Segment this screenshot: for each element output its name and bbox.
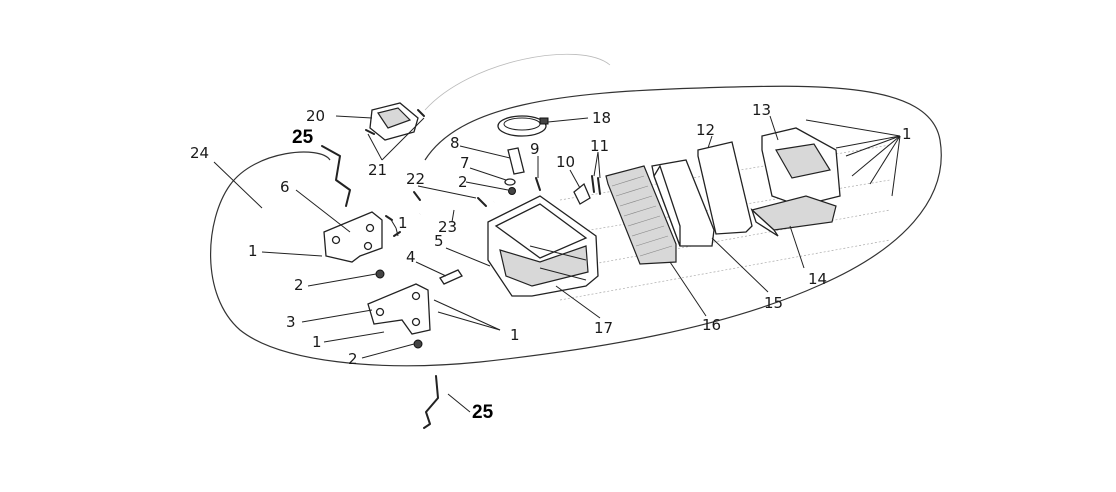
label-23: 23 (438, 218, 457, 236)
label-25-top: 25 (292, 127, 314, 148)
label-1-center: 1 (510, 326, 520, 344)
part-1-screws (261, 215, 501, 343)
label-1-left-upper: 1 (248, 242, 258, 260)
label-4: 4 (406, 248, 416, 266)
label-17: 17 (594, 319, 613, 337)
label-11: 11 (590, 137, 609, 155)
label-20: 20 (306, 107, 325, 125)
label-10: 10 (556, 153, 575, 171)
label-6: 6 (280, 178, 290, 196)
label-2-lower: 2 (348, 350, 358, 368)
part-16-filter-element (605, 165, 707, 317)
part-2-nuts (307, 181, 516, 359)
part-6-upper-bracket (295, 189, 383, 263)
part-4-spacer (415, 261, 463, 285)
part-20-intake-hose (335, 102, 419, 141)
ghost-outline (424, 53, 611, 111)
part-13-housing-cover (761, 115, 841, 207)
part-25-rod-top (321, 145, 351, 207)
label-2-housing: 2 (458, 173, 468, 191)
label-8: 8 (450, 134, 460, 152)
label-25-bottom: 25 (472, 402, 494, 423)
part-23-hose (419, 200, 495, 216)
part-5-leader (445, 247, 491, 267)
part-8-tube (459, 145, 525, 175)
part-24-leader (213, 161, 263, 209)
part-3-lower-bracket (301, 283, 431, 335)
part-1-cover-screws (805, 119, 901, 197)
label-2-upper: 2 (294, 276, 304, 294)
label-18: 18 (592, 109, 611, 127)
label-14: 14 (808, 270, 827, 288)
part-22-clamp-right (477, 197, 487, 207)
part-12-gasket (697, 135, 753, 235)
label-1-right: 1 (902, 125, 912, 143)
label-21: 21 (368, 161, 387, 179)
label-15: 15 (764, 294, 783, 312)
label-22: 22 (406, 170, 425, 188)
part-22-clamp (413, 191, 421, 201)
label-1-bracket: 1 (398, 214, 408, 232)
part-18-clamp-ring (497, 115, 589, 137)
label-5: 5 (434, 232, 444, 250)
label-3: 3 (286, 313, 296, 331)
label-13: 13 (752, 101, 771, 119)
label-1-left-lower: 1 (312, 333, 322, 351)
part-17-filter-housing (487, 195, 601, 319)
label-9: 9 (530, 140, 540, 158)
part-11-screws (591, 151, 601, 195)
label-16: 16 (702, 316, 721, 334)
part-21-clips (365, 109, 425, 161)
part-15-foam-filter (651, 159, 769, 293)
part-7-washer (469, 167, 516, 186)
label-24: 24 (190, 144, 209, 162)
part-14-lower-cover (750, 195, 837, 269)
assembly-outline (210, 85, 942, 367)
part-22-leader (417, 185, 477, 199)
part-9-pin (535, 156, 541, 191)
part-10-bracket (569, 169, 591, 205)
part-25-rod-bottom (423, 375, 471, 429)
label-12: 12 (696, 121, 715, 139)
part-23-leader (451, 209, 455, 223)
label-7: 7 (460, 154, 470, 172)
